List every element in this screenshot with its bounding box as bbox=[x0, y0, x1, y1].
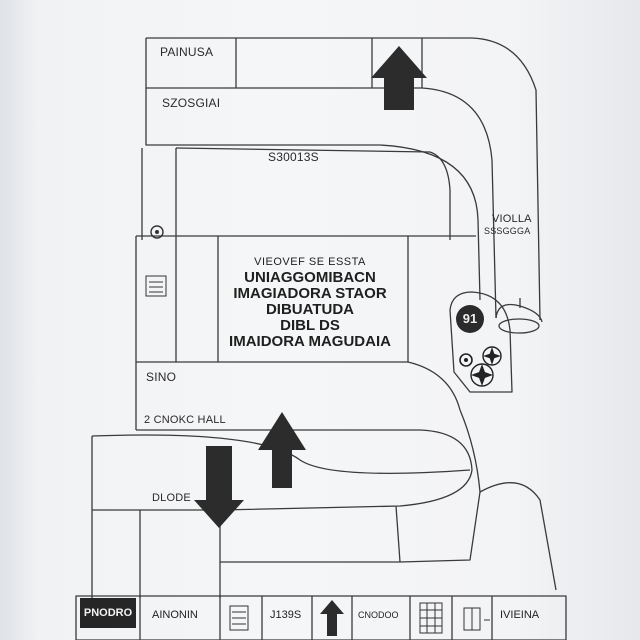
center-hall-line: DIBL DS bbox=[280, 317, 340, 334]
elevator-symbol-icon bbox=[463, 607, 490, 631]
legend-item-label: CNODOO bbox=[358, 610, 399, 620]
up-arrow-icon bbox=[258, 412, 306, 488]
tower-base bbox=[498, 318, 540, 334]
legend-title: PNODRO bbox=[80, 598, 136, 628]
fan-symbol-icon bbox=[482, 346, 502, 366]
fan-symbol-icon bbox=[150, 225, 164, 239]
stairs-symbol-icon bbox=[229, 605, 249, 631]
room-label: SSSGGGA bbox=[484, 226, 531, 236]
legend-item-label: AINONIN bbox=[152, 609, 198, 621]
center-hall-label: VIEOVEF SE ESSTA UNIAGGOMIBACN IMAGIADOR… bbox=[216, 256, 404, 350]
room-label: VIOLLA bbox=[492, 213, 532, 225]
location-badge: 91 bbox=[456, 305, 484, 333]
down-arrow-icon bbox=[194, 446, 244, 528]
center-hall-line: UNIAGGOMIBACN bbox=[244, 269, 376, 286]
center-room bbox=[217, 236, 409, 363]
curved-corridor-inner bbox=[236, 87, 497, 319]
center-hall-line: DIBUATUDA bbox=[265, 301, 355, 318]
center-room-east-curve bbox=[407, 361, 461, 411]
lattice-symbol-icon bbox=[419, 602, 443, 634]
curved-corridor-edge bbox=[379, 144, 481, 301]
legend-item-label: IVIEINA bbox=[500, 609, 540, 621]
room-label: S30013S bbox=[268, 150, 319, 164]
room-label: 2 CNOKC HALL bbox=[144, 414, 226, 426]
lower-corridor-curve bbox=[91, 434, 471, 474]
east-service-room bbox=[449, 291, 513, 393]
room-label: PAINUSA bbox=[160, 45, 214, 59]
center-hall-subtitle: VIEOVEF SE ESSTA bbox=[254, 256, 366, 268]
east-outer-wall bbox=[479, 482, 557, 591]
lower-corridor-upper bbox=[136, 429, 473, 511]
room-label: SZOSGIAI bbox=[162, 96, 221, 110]
center-hall-line: IMAIDORA MAGUDAIA bbox=[229, 333, 391, 350]
legend-strip-border bbox=[75, 595, 567, 640]
up-arrow-icon bbox=[320, 600, 344, 636]
room-label: DLODE bbox=[152, 492, 191, 504]
cog-icon bbox=[459, 353, 473, 367]
second-band-wall bbox=[145, 88, 380, 146]
room-label: SINO bbox=[146, 370, 177, 384]
fan-symbol-icon bbox=[470, 363, 494, 387]
inner-hall-top bbox=[175, 147, 451, 240]
up-arrow-icon bbox=[371, 46, 427, 110]
legend-item-label: J139S bbox=[270, 609, 302, 621]
outer-wall-top bbox=[146, 37, 541, 321]
center-hall-line: IMAGIADORA STAOR bbox=[233, 285, 387, 302]
stairs-symbol-icon bbox=[145, 275, 167, 297]
lower-center-room bbox=[219, 505, 401, 563]
